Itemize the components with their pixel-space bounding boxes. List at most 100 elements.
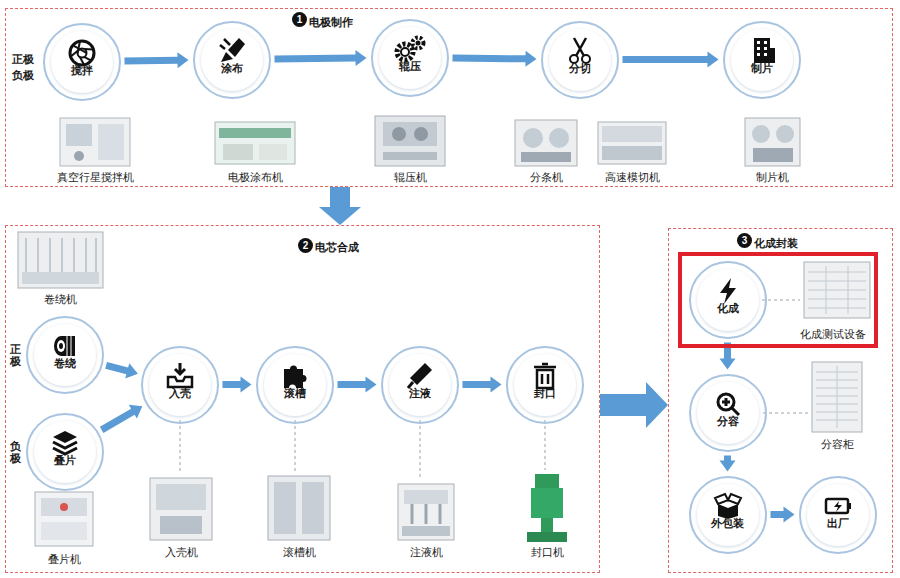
machine-photo	[268, 476, 330, 540]
step-name: 制片	[723, 61, 801, 76]
circle-outline	[800, 477, 876, 553]
step-name: 入壳	[141, 386, 219, 401]
circle-outline	[799, 476, 877, 554]
step-name: 涂布	[193, 61, 271, 76]
equipment-name: 滚槽机	[283, 545, 316, 560]
equipment-name: 高速模切机	[605, 170, 660, 185]
circle-outline	[690, 262, 766, 338]
machine-photo	[598, 122, 666, 164]
machine-photo	[515, 120, 577, 166]
step-name: 化成	[689, 301, 767, 316]
circle-outline	[507, 347, 583, 423]
stage-panel: 化成封装化成测试设备 化成分容外包装出厂	[668, 228, 893, 573]
process-circle: 外包装	[689, 476, 767, 554]
icon-magnifier	[718, 394, 739, 415]
icon-gears	[397, 38, 424, 61]
stage-heading: 电极制作	[309, 15, 353, 30]
process-circle: 入壳	[141, 346, 219, 424]
equipment-name: 封口机	[531, 545, 564, 560]
cabinet-photo	[812, 362, 862, 432]
process-circle: 分容	[689, 374, 767, 452]
circle-outline	[256, 346, 334, 424]
flow-arrow	[623, 52, 719, 68]
equipment-name: 化成测试设备	[800, 327, 866, 342]
machine-photo	[18, 232, 103, 288]
equipment-name: 注液机	[410, 545, 443, 560]
step-name: 叠片	[26, 453, 104, 468]
process-circle: 卷绕	[26, 316, 104, 394]
callout-number: 2	[298, 238, 313, 253]
stage-heading: 化成封装	[754, 236, 798, 251]
circle-outline	[689, 476, 767, 554]
machine-photo	[745, 118, 800, 166]
process-circle: 辊压	[371, 19, 449, 97]
circle-outline	[724, 22, 800, 98]
equipment-name: 制片机	[756, 170, 789, 185]
equipment-name: 真空行星搅拌机	[57, 170, 134, 185]
step-name: 滚槽	[256, 386, 334, 401]
icon-brush	[220, 38, 245, 62]
step-name: 分容	[689, 414, 767, 429]
process-circle: 注液	[381, 346, 459, 424]
step-name: 分切	[541, 61, 619, 76]
machine-photo	[215, 122, 295, 164]
circle-outline	[541, 21, 619, 99]
equipment-name: 卷绕机	[44, 292, 77, 307]
circle-outline	[141, 346, 219, 424]
circle-outline	[27, 414, 103, 490]
process-circle: 出厂	[799, 476, 877, 554]
step-name: 辊压	[371, 59, 449, 74]
icon-pipette	[408, 363, 432, 388]
stage-panel: 电芯合成卷绕叠片入壳滚槽注液封口	[5, 225, 600, 573]
flow-arrow	[274, 50, 366, 66]
circle-outline	[193, 21, 271, 99]
electrode-name: 正极	[12, 52, 34, 67]
circle-outline	[690, 477, 766, 553]
equipment-name: 叠片机	[48, 552, 81, 567]
circle-outline	[690, 375, 766, 451]
flow-arrow	[720, 456, 736, 472]
process-circle: 叠片	[26, 413, 104, 491]
circle-outline	[689, 374, 767, 452]
icon-tray	[168, 363, 192, 387]
leader-lines	[180, 300, 808, 480]
highlight-box: 化成测试设备 化成	[678, 252, 878, 348]
electrode-name: 负极	[12, 68, 34, 83]
process-circle: 搅拌	[43, 23, 121, 101]
electrode-name: 正极	[10, 343, 21, 367]
flow-arrow	[319, 187, 361, 225]
flow-arrow	[600, 382, 668, 428]
machine-photo	[375, 116, 445, 166]
circle-outline	[689, 261, 767, 339]
process-circle: 分切	[541, 21, 619, 99]
icon-scissors	[570, 38, 590, 63]
icon-box	[715, 494, 741, 519]
callout-number: 1	[292, 12, 307, 27]
equipment-name: 电极涂布机	[228, 170, 283, 185]
equipment-name: 入壳机	[165, 545, 198, 560]
icon-lightning	[720, 278, 736, 304]
circle-outline	[506, 346, 584, 424]
circle-grounds	[34, 27, 869, 546]
icon-layers	[53, 431, 77, 454]
flow-arrow	[124, 52, 188, 68]
callout-number: 3	[737, 233, 752, 248]
stage-panel: 电极制作搅拌 涂布 辊压 分切 制片	[5, 8, 893, 187]
process-circle: 化成	[689, 261, 767, 339]
machine-photo	[527, 474, 567, 542]
icon-aperture	[70, 41, 94, 65]
flow-arrow	[223, 377, 252, 393]
flow-arrow	[100, 405, 142, 433]
machine-photo	[398, 484, 454, 540]
step-name: 搅拌	[43, 63, 121, 78]
stage-heading: 电芯合成	[315, 240, 359, 255]
process-circle: 涂布	[193, 21, 271, 99]
electrode-name: 负极	[10, 440, 21, 464]
circle-outline	[26, 413, 104, 491]
circle-outline	[371, 19, 449, 97]
equipment-name: 辊压机	[394, 170, 427, 185]
icon-roll	[54, 336, 75, 356]
circle-outline	[542, 22, 618, 98]
machine-photo	[60, 118, 130, 166]
machine-photo	[35, 492, 93, 546]
